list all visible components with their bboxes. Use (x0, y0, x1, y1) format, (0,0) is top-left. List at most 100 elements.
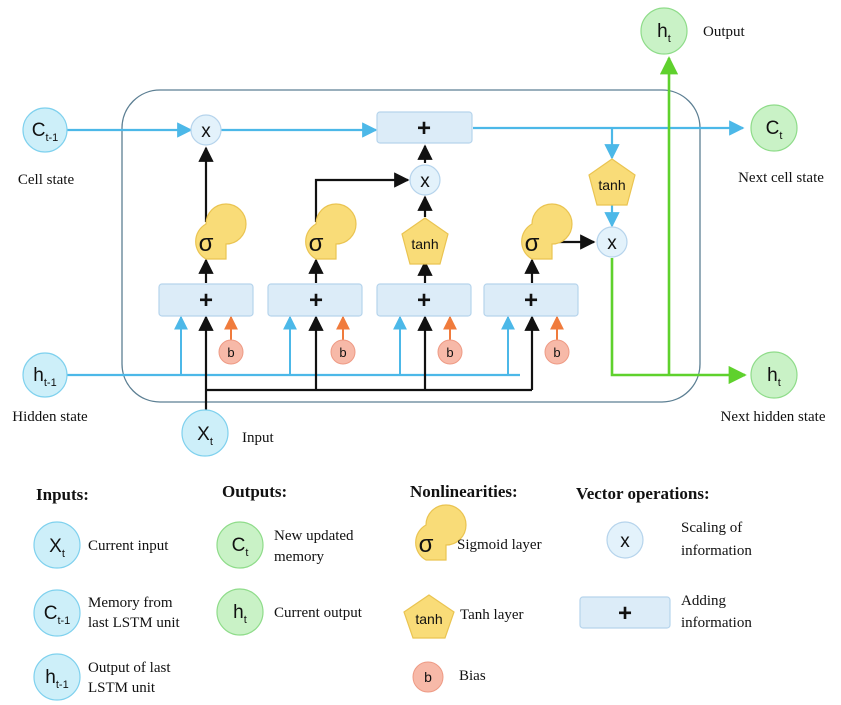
legend-ct-icon (216, 521, 264, 569)
input-node (181, 409, 229, 457)
node-sub: t (245, 547, 248, 559)
legend-hprev-icon (33, 653, 81, 701)
legend-tanh-text: Tanh layer (460, 607, 524, 623)
node-sub: t (778, 377, 781, 389)
state-nodes: Ct-1 Cell state ht-1 Hidden state Xt Inp… (12, 7, 826, 457)
cell-adder-symbol: + (417, 115, 431, 142)
bias-nodes: b b b b (218, 339, 570, 365)
node-sub: t (668, 33, 671, 45)
cell-state-adder: + (376, 111, 473, 144)
node-base: X (197, 424, 210, 445)
svg-text:Ct: Ct (766, 118, 783, 142)
node-base: X (49, 536, 62, 557)
node-base: C (766, 118, 780, 139)
node-sub: t-1 (57, 615, 70, 627)
node-sub: t-1 (44, 377, 57, 389)
bias-label: b (553, 345, 560, 360)
svg-text:Ct: Ct (232, 535, 249, 559)
hidden-state-next-node (750, 351, 798, 399)
legend-bias-symbol: b (424, 669, 432, 685)
legend-adding-symbol: + (618, 600, 632, 627)
adder-symbol: + (309, 287, 323, 314)
input-label: Input (242, 430, 274, 446)
legend-xt-icon (33, 521, 81, 569)
legend-ht-icon (216, 588, 264, 636)
legend-nonlin-title: Nonlinearities: (410, 482, 518, 501)
tanh-label: tanh (411, 236, 438, 252)
bias-label: b (446, 345, 453, 360)
next-cell-state-label: Next cell state (738, 170, 824, 186)
svg-text:ht: ht (767, 365, 781, 389)
node-base: h (33, 365, 44, 386)
mult-output (596, 226, 628, 258)
node-sub: t (210, 436, 213, 448)
adder-box-input (267, 283, 363, 317)
bias-label: b (339, 345, 346, 360)
adder-box-forget (158, 283, 254, 317)
tanh-label: tanh (598, 177, 625, 193)
svg-text:Xt: Xt (49, 536, 65, 560)
node-base: h (657, 21, 668, 42)
bias-label: b (227, 345, 234, 360)
legend-ct-text-1: New updated (274, 528, 354, 544)
cell-state-label: Cell state (18, 172, 75, 188)
svg-text:ht: ht (657, 21, 671, 45)
bias-node (437, 339, 463, 365)
legend-adding-text-1: Adding (681, 593, 727, 609)
node-base: C (32, 120, 46, 141)
adder-box-candidate (376, 283, 472, 317)
output-label: Output (703, 24, 746, 40)
edges (66, 56, 747, 412)
cell-adder-box (376, 111, 473, 144)
legend-sigma-symbol: σ (419, 531, 434, 558)
legend-bias-icon (412, 661, 444, 693)
sigmoid-output (521, 203, 573, 260)
legend-cprev-icon (33, 589, 81, 637)
node-sub: t (779, 130, 782, 142)
cell-state-prev-node (22, 107, 68, 153)
legend-cprev-text-2: last LSTM unit (88, 615, 181, 631)
legend-xt-text: Current input (88, 538, 169, 554)
mult-symbol: x (420, 171, 430, 192)
legend-tanh-icon (403, 594, 455, 639)
legend-ct-text-2: memory (274, 549, 324, 565)
sigma-symbol: σ (309, 230, 324, 257)
svg-text:Xt: Xt (197, 424, 213, 448)
legend-adding-icon (579, 596, 671, 629)
node-sub: t-1 (56, 679, 69, 691)
edge-mult-ht (610, 258, 747, 385)
mult-forget (190, 114, 222, 146)
cell-state-next-node (750, 104, 798, 152)
legend-tanh-symbol: tanh (415, 611, 442, 627)
legend-sigmoid-icon (415, 504, 467, 561)
hidden-state-label: Hidden state (12, 409, 88, 425)
legend-ht-text: Current output (274, 605, 363, 621)
legend-adding-text-2: information (681, 615, 752, 631)
sigma-symbol: σ (525, 230, 540, 257)
sigmoid-input (305, 203, 357, 260)
tanh-candidate (401, 217, 449, 265)
output-node (640, 7, 688, 55)
bias-node (544, 339, 570, 365)
mult-input (409, 164, 441, 196)
adder-symbol: + (417, 287, 431, 314)
node-sub: t (62, 548, 65, 560)
bias-node (330, 339, 356, 365)
legend-hprev-text-1: Output of last (88, 660, 171, 676)
adder-box-output (483, 283, 579, 317)
legend-hprev-text-2: LSTM unit (88, 680, 156, 696)
legend-sigmoid-text: Sigmoid layer (457, 537, 542, 553)
multiply-nodes: x x x (190, 114, 628, 258)
sigmoid-layers: σ σ σ (195, 203, 573, 260)
node-base: h (45, 667, 56, 688)
mult-symbol: x (201, 121, 211, 142)
sigma-symbol: σ (199, 230, 214, 257)
bias-node (218, 339, 244, 365)
legend-scaling-icon (606, 521, 644, 559)
legend-scaling-symbol: x (620, 531, 630, 552)
legend-outputs-title: Outputs: (222, 482, 287, 501)
legend: Inputs: Xt Current input Ct-1 Memory fro… (33, 482, 752, 701)
next-hidden-state-label: Next hidden state (721, 409, 826, 425)
legend-cprev-text-1: Memory from (88, 595, 173, 611)
